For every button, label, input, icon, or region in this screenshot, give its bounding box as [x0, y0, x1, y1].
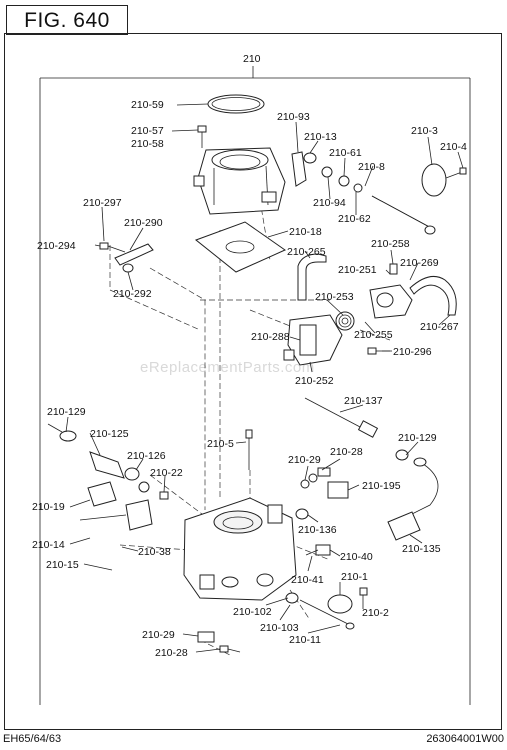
callout-label: 210-296	[393, 346, 432, 358]
throttle-lever-part	[285, 587, 368, 630]
solenoid-part	[47, 423, 150, 493]
callout-label: 210-8	[358, 161, 385, 173]
callout-label: 210-252	[295, 375, 334, 387]
callout-label: 210-28	[330, 446, 363, 458]
adjuster-parts	[295, 467, 349, 520]
callout-label: 210-255	[354, 329, 393, 341]
figure-title-box: FIG. 640	[6, 5, 128, 35]
callout-label: 210-129	[47, 406, 86, 418]
callout-label: 210-136	[298, 524, 337, 536]
callout-label: 210-29	[288, 454, 321, 466]
callout-label: 210-265	[287, 246, 326, 258]
callout-label: 210-40	[340, 551, 373, 563]
callout-label: 210-137	[344, 395, 383, 407]
callout-label: 210-294	[37, 240, 76, 252]
callout-label: 210-1	[341, 571, 368, 583]
callout-label: 210-126	[127, 450, 166, 462]
callout-label: 210-135	[402, 543, 441, 555]
assembly-bracket	[39, 66, 471, 705]
callout-label: 210-61	[329, 147, 362, 159]
callout-label: 210-57	[131, 125, 164, 137]
callout-label: 210-5	[207, 438, 234, 450]
carburetor-body-part	[159, 491, 297, 601]
choke-housing-part	[283, 314, 343, 366]
callout-label: 210-38	[138, 546, 171, 558]
part-number-label: 263064001W00	[426, 733, 504, 745]
callout-label: 210-292	[113, 288, 152, 300]
callout-label: 210-258	[371, 238, 410, 250]
callout-label: 210-251	[338, 264, 377, 276]
idle-screw-part	[305, 544, 331, 556]
callout-label: 210	[243, 53, 261, 65]
callout-label: 210-269	[400, 257, 439, 269]
model-label: EH65/64/63	[3, 733, 62, 745]
callout-label: 210-195	[362, 480, 401, 492]
gasket-part	[194, 221, 287, 273]
callout-label: 210-290	[124, 217, 163, 229]
bottom-screw-parts	[197, 631, 241, 653]
callout-label: 210-28	[155, 647, 188, 659]
callout-label: 210-41	[291, 574, 324, 586]
callout-label: 210-253	[315, 291, 354, 303]
callout-label: 210-102	[233, 606, 272, 618]
fuel-cut-solenoid-part	[387, 449, 439, 541]
callout-label: 210-19	[32, 501, 65, 513]
callout-label: 210-15	[46, 559, 79, 571]
callout-label: 210-288	[251, 331, 290, 343]
callout-label: 210-3	[411, 125, 438, 137]
hose-part-2	[409, 275, 457, 316]
watermark: eReplacementParts.com	[140, 359, 315, 376]
callout-label: 210-2	[362, 607, 389, 619]
diagram-frame	[4, 33, 502, 730]
callout-label: 210-125	[90, 428, 129, 440]
callout-label: 210-29	[142, 629, 175, 641]
cover-part	[369, 263, 413, 319]
leader-lines	[65, 103, 464, 653]
callout-label: 210-59	[131, 99, 164, 111]
hose-part	[297, 253, 327, 301]
bracket-plate-part	[99, 242, 154, 273]
callout-label: 210-22	[150, 467, 183, 479]
cable-part	[304, 397, 379, 438]
screw-part	[197, 125, 207, 148]
callout-label: 210-11	[289, 634, 321, 646]
callout-label: 210-93	[277, 111, 310, 123]
callout-label: 210-58	[131, 138, 164, 150]
callout-label: 210-94	[313, 197, 346, 209]
mounting-bracket-part	[79, 481, 153, 531]
callout-labels: 210 210-59 210-57 210-58 210-93 210-13 2…	[32, 53, 467, 659]
callout-label: 210-14	[32, 539, 65, 551]
callout-label: 210-129	[398, 432, 437, 444]
callout-label: 210-297	[83, 197, 122, 209]
callout-label: 210-18	[289, 226, 322, 238]
callout-label: 210-62	[338, 213, 371, 225]
callout-label: 210-4	[440, 141, 467, 153]
throttle-body-part	[193, 147, 286, 215]
callout-label: 210-103	[260, 622, 299, 634]
figure-title: FIG. 640	[24, 9, 110, 32]
callout-label: 210-267	[420, 321, 459, 333]
spring-part	[335, 311, 355, 331]
throttle-shaft-part	[371, 163, 467, 235]
callout-label: 210-13	[304, 131, 337, 143]
jet-part	[245, 429, 253, 470]
